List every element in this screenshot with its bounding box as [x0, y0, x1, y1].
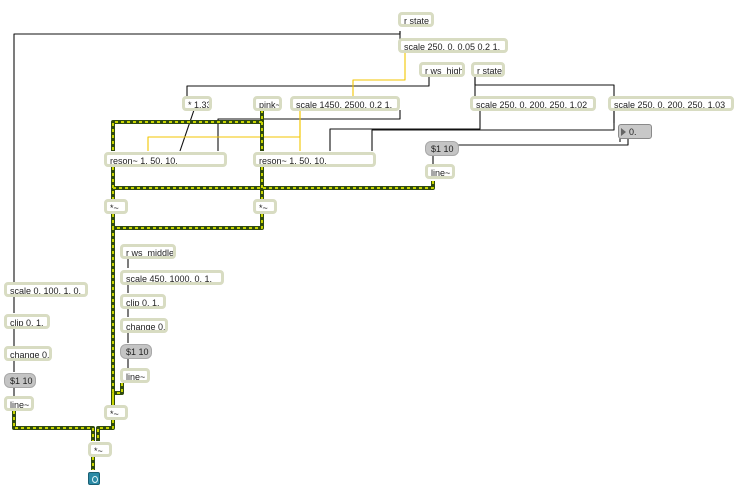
ezdac-speaker-icon[interactable]	[88, 472, 100, 485]
message-ramp-right[interactable]: $1 10	[425, 141, 459, 156]
line-signal-left-object[interactable]: line~	[4, 396, 34, 411]
line-signal-middle-object[interactable]: line~	[120, 368, 150, 383]
multiply-1-33-object[interactable]: * 1.33	[182, 96, 212, 111]
number-box[interactable]: 0.	[618, 124, 652, 139]
scale-ws-middle-object[interactable]: scale 450. 1000. 0. 1.	[120, 270, 224, 285]
change-middle-object[interactable]: change 0.	[120, 318, 168, 333]
message-ramp-left[interactable]: $1 10	[4, 373, 36, 388]
scale-state-c-object[interactable]: scale 250. 0. 200. 250. 1.03	[608, 96, 734, 111]
r-ws-middle-object[interactable]: r ws_middle	[120, 244, 176, 259]
signal-multiply-b-object[interactable]: *~	[253, 199, 277, 214]
r-state-object[interactable]: r state	[398, 12, 434, 27]
message-ramp-middle[interactable]: $1 10	[120, 344, 152, 359]
line-signal-right-object[interactable]: line~	[425, 164, 455, 179]
signal-cords	[12, 110, 435, 470]
change-left-object[interactable]: change 0.	[4, 346, 52, 361]
r-state-object-b[interactable]: r state	[471, 62, 505, 77]
reson-filter-b-object[interactable]: reson~ 1. 50. 10.	[253, 152, 376, 167]
pink-noise-object[interactable]: pink~	[253, 96, 282, 111]
clip-left-object[interactable]: clip 0. 1.	[4, 314, 50, 329]
highlight-cords	[147, 53, 406, 151]
number-arrow-icon	[621, 128, 626, 136]
control-cords	[13, 31, 629, 396]
scale-state-object[interactable]: scale 250. 0. 0.05 0.2 1.	[398, 38, 508, 53]
r-ws-high-object[interactable]: r ws_high	[419, 62, 465, 77]
scale-left-object[interactable]: scale 0. 100. 1. 0.	[4, 282, 88, 297]
reson-filter-a-object[interactable]: reson~ 1. 50. 10.	[104, 152, 227, 167]
scale-ws-high-object[interactable]: scale 1450. 2500. 0.2 1.	[290, 96, 400, 111]
clip-middle-object[interactable]: clip 0. 1.	[120, 294, 166, 309]
signal-multiply-out-object[interactable]: *~	[88, 442, 112, 457]
number-value: 0.	[629, 127, 637, 137]
signal-multiply-a-object[interactable]: *~	[104, 199, 128, 214]
signal-multiply-c-object[interactable]: *~	[104, 405, 128, 420]
scale-state-b-object[interactable]: scale 250. 0. 200. 250. 1.02	[470, 96, 596, 111]
